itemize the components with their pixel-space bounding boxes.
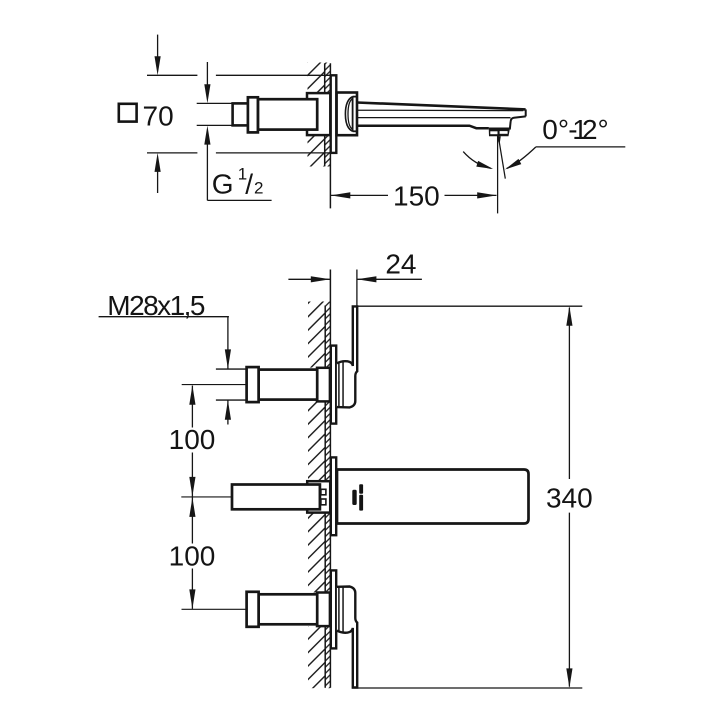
svg-text:-: - [568,114,577,145]
svg-text:2: 2 [582,114,598,145]
svg-text:0°: 0° [542,114,569,145]
svg-text:°: ° [598,114,609,145]
svg-text:2: 2 [254,178,263,197]
svg-text:G: G [212,169,234,200]
svg-text:1: 1 [572,114,588,145]
svg-text:100: 100 [169,541,216,572]
svg-text:150: 150 [393,180,440,211]
svg-text:24: 24 [385,249,416,280]
svg-text:340: 340 [546,483,593,514]
svg-text:70: 70 [143,101,174,132]
svg-text:M28x1,5: M28x1,5 [107,290,205,321]
svg-text:1: 1 [238,165,247,184]
svg-text:100: 100 [169,424,216,455]
svg-text:/: / [245,169,253,200]
